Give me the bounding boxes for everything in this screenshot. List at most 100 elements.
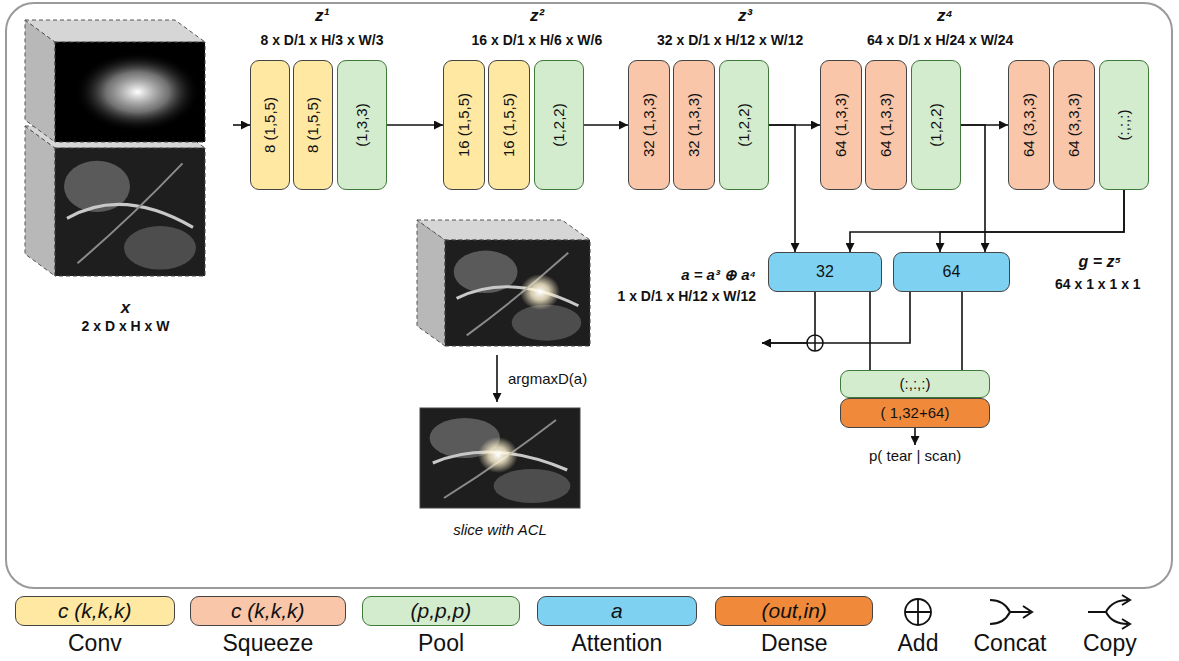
attention-glow: [478, 437, 518, 473]
node-text: 16 (1,5,5): [500, 93, 518, 157]
connector: [584, 124, 628, 126]
connector: [961, 125, 985, 252]
squeeze-block: 32 (1,3,3): [628, 60, 670, 190]
node-text: (1,2,2): [735, 103, 753, 146]
mri-background: [55, 148, 205, 276]
bone-shape: [494, 469, 571, 503]
connector: [233, 124, 250, 126]
legend-sample-text: (out,in): [762, 598, 827, 624]
feature-name: z⁴: [937, 6, 953, 26]
pool-block: (:,:,:): [1099, 60, 1149, 190]
squeeze-block: 64 (1,3,3): [820, 60, 862, 190]
node-text: 64 (1,3,3): [877, 93, 895, 157]
node-text: 32 (1,3,3): [640, 93, 658, 157]
conv-block: 8 (1,5,5): [293, 60, 333, 190]
legend-text: Pool: [418, 630, 464, 656]
legend-sample-text: c (k,k,k): [58, 598, 132, 624]
dimension: 64 x 1 x 1 x 1: [1055, 276, 1141, 293]
node-text: 8 (1,5,5): [304, 97, 322, 153]
bone-shape: [512, 305, 582, 341]
node-text: 64 (3,3,3): [1020, 93, 1038, 157]
node-text: 16 (1,5,5): [455, 93, 473, 157]
copy-symbol: [1088, 595, 1130, 629]
mri-background: [445, 240, 590, 346]
node-text: x: [121, 298, 130, 318]
legend-text: Concat: [974, 630, 1047, 656]
dimension: 8 x D/1 x H/3 x W/3: [261, 32, 384, 49]
node-text: 32 (1,3,3): [685, 93, 703, 157]
volume-cube: [25, 126, 205, 276]
pool-block: (1,2,2): [719, 60, 769, 190]
concat-symbol: [990, 600, 1032, 624]
edge-label: argmaxD(a): [505, 370, 590, 388]
legend-text: Copy: [1083, 630, 1137, 656]
feature-name: z²: [530, 6, 544, 26]
legend-text: Dense: [761, 630, 827, 656]
node-text: (1,2,2): [927, 103, 945, 146]
legend-text: Conv: [68, 630, 122, 656]
dimension: 16 x D/1 x H/6 x W/6: [472, 32, 603, 49]
dense-block: ( 1,32+64): [840, 398, 990, 428]
cube-side: [417, 220, 445, 346]
squeeze-block: 64 (1,3,3): [865, 60, 907, 190]
slice-border: [420, 408, 580, 508]
add-symbol: [905, 599, 931, 625]
node-text: (1,2,2): [550, 103, 568, 146]
node-text: ( 1,32+64): [881, 404, 950, 422]
output-label: p( tear | scan): [869, 447, 961, 465]
dimension: 64 x D/1 x H/24 x W/24: [867, 32, 1013, 49]
connector: [762, 292, 815, 343]
legend-sample-text: c (k,k,k): [231, 598, 305, 624]
node-text: 32: [816, 262, 834, 281]
volume-cube: [25, 20, 205, 142]
tissue-line: [78, 163, 183, 263]
dimension: 32 x D/1 x H/12 x W/12: [657, 32, 803, 49]
connector: [496, 355, 498, 402]
feature-name: z³: [738, 6, 752, 26]
node-text: 2 x D x H x W: [82, 318, 170, 335]
legend-text: Attention: [572, 630, 663, 656]
node-text: 64: [943, 262, 961, 281]
attention-block: 64: [893, 252, 1010, 292]
pool-block: (1,2,2): [911, 60, 961, 190]
heatmap-blob: [75, 52, 201, 132]
cube-front: [445, 240, 590, 346]
connector: [850, 190, 1124, 252]
conv-block: 16 (1,5,5): [488, 60, 530, 190]
pool-block: (:,:,:): [840, 370, 990, 398]
connector: [961, 292, 963, 370]
connector: [940, 190, 1124, 252]
connector: [387, 124, 443, 126]
cube-side: [25, 126, 55, 276]
feature-name: g = z⁵: [1079, 252, 1122, 271]
node-text: 64 (1,3,3): [832, 93, 850, 157]
slice-image: slice with ACL: [412, 402, 588, 542]
legend-sample-text: a: [611, 598, 623, 624]
node-text: slice with ACL: [453, 521, 547, 539]
node-text: 64 (3,3,3): [1065, 93, 1083, 157]
tissue-line: [444, 420, 556, 498]
cube-top: [25, 20, 205, 42]
mri-background: [420, 408, 580, 508]
squeeze-block: 64 (3,3,3): [1008, 60, 1050, 190]
legend-text: Add: [898, 630, 939, 656]
node-text: (:,:,:): [900, 375, 931, 393]
cube-front: [55, 148, 205, 276]
legend-text: Squeeze: [223, 630, 314, 656]
squeeze-block: 32 (1,3,3): [673, 60, 715, 190]
tissue-line: [467, 253, 569, 336]
attention-block: 32: [768, 252, 882, 292]
squeeze-block: 64 (3,3,3): [1053, 60, 1095, 190]
feature-name: z¹: [315, 6, 329, 26]
input-volume: x2 x D x H x W: [18, 15, 233, 337]
bone-shape: [124, 226, 196, 270]
attention-glow: [520, 274, 560, 310]
pool-block: (1,3,3): [337, 60, 387, 190]
conv-block: 8 (1,5,5): [250, 60, 290, 190]
node-text: 1 x D/1 x H/12 x W/12: [617, 288, 756, 305]
cube-front: [55, 42, 205, 142]
cube-top: [417, 220, 590, 240]
add-symbol: [807, 335, 823, 351]
node-text: 8 (1,5,5): [261, 97, 279, 153]
pool-block: (1,2,2): [534, 60, 584, 190]
